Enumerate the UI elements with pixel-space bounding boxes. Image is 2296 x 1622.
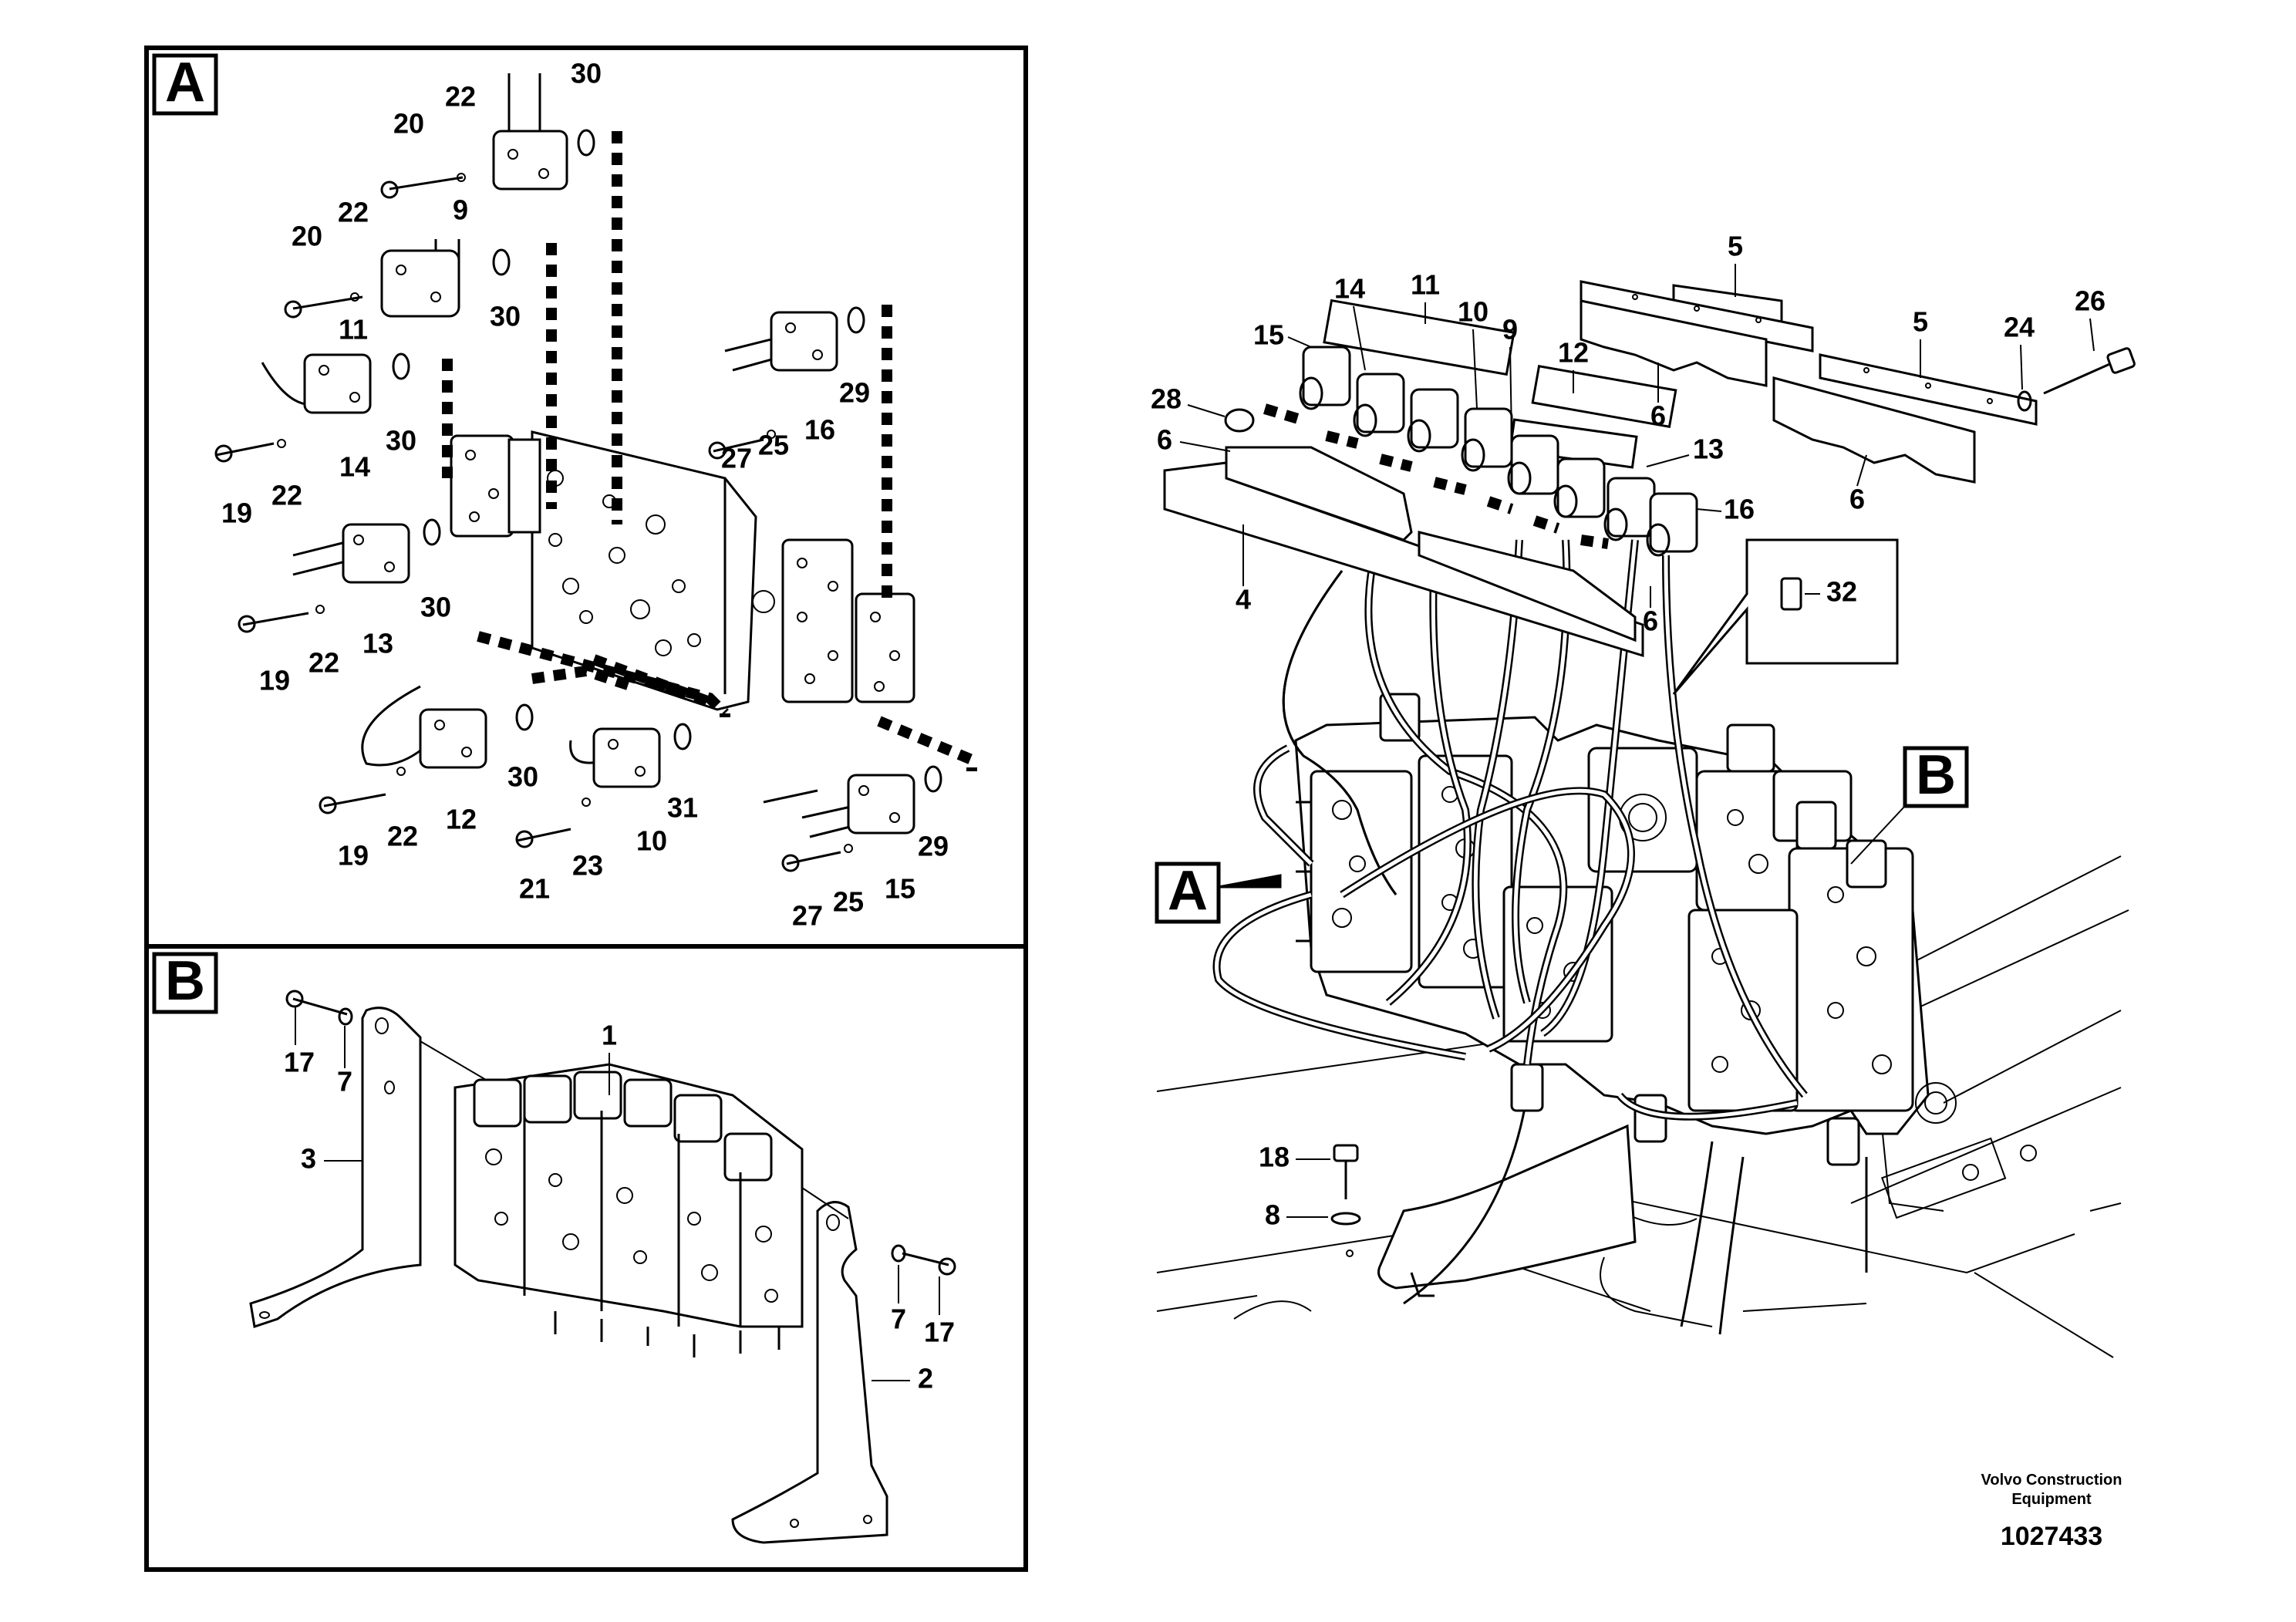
panel-a-tag	[152, 53, 218, 116]
label-22: 22	[445, 81, 476, 113]
panel-b-drawing	[249, 990, 956, 1544]
panel-b-letter: B	[165, 950, 205, 1012]
label-20: 20	[292, 221, 322, 252]
label-7: 7	[891, 1303, 906, 1335]
label-17: 17	[924, 1317, 955, 1348]
label-3: 3	[301, 1143, 316, 1175]
label-4: 4	[1236, 584, 1251, 615]
flange-15	[801, 765, 942, 838]
flange-11	[380, 239, 511, 318]
figure-number: 1027433	[2001, 1522, 2102, 1551]
label-5: 5	[1913, 306, 1928, 338]
panel-b-labels: 1 17 7 3 7 17 2	[284, 1007, 955, 1394]
flange-14	[261, 352, 410, 414]
label-10: 10	[1458, 296, 1489, 328]
label-19: 19	[221, 497, 252, 529]
footer: Volvo Construction Equipment 1027433	[1981, 1472, 2122, 1551]
label-32: 32	[1826, 576, 1857, 608]
label-15: 15	[1253, 319, 1284, 351]
label-20: 20	[393, 108, 424, 140]
valve-body-a	[450, 430, 915, 711]
label-30: 30	[507, 761, 538, 793]
panel-b-tag	[152, 952, 218, 1014]
flange-12	[361, 685, 534, 769]
label-14: 14	[1334, 273, 1365, 305]
label-15: 15	[885, 873, 915, 905]
label-11: 11	[339, 314, 368, 346]
panel-a-letter: A	[165, 52, 205, 113]
panel-a-drawing	[214, 73, 977, 872]
label-22: 22	[308, 647, 339, 679]
company-line-1: Volvo Construction	[1981, 1472, 2122, 1489]
solenoid-row	[1299, 346, 1698, 557]
label-30: 30	[420, 592, 451, 623]
label-13: 13	[1693, 433, 1724, 465]
label-6: 6	[1849, 484, 1865, 515]
flange-10	[569, 723, 692, 788]
flange-13	[292, 518, 441, 584]
bolts	[214, 173, 853, 872]
label-25: 25	[833, 886, 864, 918]
label-18: 18	[1259, 1141, 1290, 1173]
label-27: 27	[721, 443, 752, 474]
main-assembly	[1156, 280, 2136, 1358]
label-24: 24	[2004, 312, 2035, 343]
label-12: 12	[1558, 337, 1589, 369]
label-30: 30	[386, 425, 416, 457]
panel-a-labels: 30 20 22 9 22 20 11 30 29 27 25 16 30 14…	[221, 58, 949, 932]
label-17: 17	[284, 1047, 315, 1078]
label-1: 1	[602, 1020, 617, 1051]
callout-a-letter: A	[1168, 860, 1208, 922]
label-10: 10	[636, 825, 667, 857]
label-13: 13	[362, 628, 393, 659]
company-line-2: Equipment	[2011, 1491, 2092, 1508]
label-30: 30	[490, 301, 521, 332]
label-27: 27	[792, 900, 823, 932]
main-labels: 5 14 11 10 9 15 12 5 26 24 28 6 13 16 6 …	[1151, 231, 2106, 1231]
label-19: 19	[338, 840, 369, 872]
flange-16	[724, 306, 865, 372]
label-7: 7	[337, 1066, 352, 1098]
label-22: 22	[387, 821, 418, 852]
label-6: 6	[1650, 400, 1666, 432]
label-9: 9	[453, 194, 468, 226]
flange-9	[492, 73, 595, 191]
callout-a: A	[1155, 860, 1282, 924]
label-19: 19	[259, 665, 290, 696]
label-25: 25	[758, 430, 789, 461]
valve-block-1	[453, 1063, 804, 1357]
label-28: 28	[1151, 383, 1182, 415]
dashed-routing	[442, 131, 977, 771]
label-16: 16	[1724, 494, 1755, 525]
label-9: 9	[1502, 314, 1518, 346]
label-31: 31	[667, 792, 698, 824]
label-16: 16	[804, 414, 835, 446]
label-26: 26	[2075, 285, 2106, 317]
label-29: 29	[839, 377, 870, 409]
label-22: 22	[338, 197, 369, 228]
label-21: 21	[519, 873, 550, 905]
label-6: 6	[1643, 605, 1658, 637]
label-11: 11	[1411, 269, 1440, 301]
label-29: 29	[918, 831, 949, 862]
label-5: 5	[1728, 231, 1743, 262]
label-8: 8	[1265, 1199, 1280, 1231]
label-12: 12	[446, 804, 477, 835]
label-30: 30	[571, 58, 602, 89]
panel-b-frame	[144, 944, 1028, 1572]
label-2: 2	[918, 1363, 933, 1394]
label-23: 23	[572, 850, 603, 882]
callout-b: B	[1850, 744, 1969, 865]
label-14: 14	[339, 451, 370, 483]
label-6: 6	[1157, 424, 1172, 456]
callout-b-letter: B	[1916, 744, 1956, 806]
label-22: 22	[271, 480, 302, 511]
